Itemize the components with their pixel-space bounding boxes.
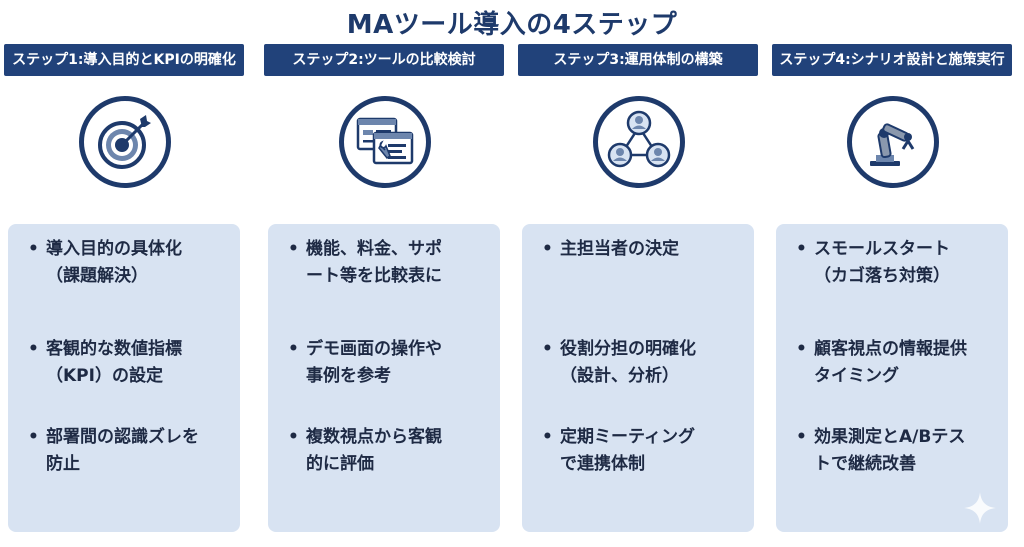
list-item: • 導入目的の具体化 （課題解決） (28, 239, 182, 286)
list-item: • 役割分担の明確化 （設計、分析） (542, 339, 696, 386)
list-item: • 顧客視点の情報提供 タイミング (796, 339, 967, 386)
team-network-icon (593, 96, 685, 188)
step-card-4: • スモールスタート （カゴ落ち対策） • 顧客視点の情報提供 タイミング • … (776, 224, 1008, 532)
step-card-3: • 主担当者の決定 • 役割分担の明確化 （設計、分析） • 定期ミーティング … (522, 224, 754, 532)
target-icon (79, 96, 171, 188)
team-network-icon-graphic (607, 110, 671, 168)
page-title: MAツール導入の4ステップ (346, 10, 678, 40)
list-item: • 複数視点から客観 的に評価 (288, 427, 442, 474)
list-item: • 機能、料金、サポ ート等を比較表に (288, 239, 442, 286)
step-header-3: ステップ3:運用体制の構築 (518, 44, 758, 76)
step-column-2: ステップ2:ツールの比較検討 • 機能、料金、サポ ート等を比較表に • デモ画… (264, 44, 504, 544)
browser-windows-icon (339, 96, 431, 188)
step-header-2: ステップ2:ツールの比較検討 (264, 44, 504, 76)
step-header-1: ステップ1:導入目的とKPIの明確化 (4, 44, 244, 76)
step-card-2: • 機能、料金、サポ ート等を比較表に • デモ画面の操作や 事例を参考 • 複… (268, 224, 500, 532)
step-column-3: ステップ3:運用体制の構築 • 主担当者の決定 • 役割分担の明確化 （設計、分… (518, 44, 758, 544)
list-item: • デモ画面の操作や 事例を参考 (288, 339, 442, 386)
list-item: • 主担当者の決定 (542, 239, 679, 259)
step-header-4: ステップ4:シナリオ設計と施策実行 (772, 44, 1012, 76)
target-icon-graphic (98, 115, 151, 169)
list-item: • 客観的な数値指標 （KPI）の設定 (28, 339, 182, 386)
list-item: • 部署間の認識ズレを 防止 (28, 427, 199, 474)
list-item: • 定期ミーティング で連携体制 (542, 427, 695, 474)
step-column-1: ステップ1:導入目的とKPIの明確化 • 導入目的の具体化 （課題解決） • 客… (4, 44, 244, 544)
sparkle-icon (964, 492, 996, 524)
robot-arm-icon-graphic (870, 123, 915, 166)
step-card-1: • 導入目的の具体化 （課題解決） • 客観的な数値指標 （KPI）の設定 • … (8, 224, 240, 532)
robot-arm-icon (847, 96, 939, 188)
browser-windows-icon-graphic (356, 117, 414, 165)
list-item: • スモールスタート （カゴ落ち対策） (796, 239, 950, 286)
list-item: • 効果測定とA/Bテス トで継続改善 (796, 427, 966, 474)
step-column-4: ステップ4:シナリオ設計と施策実行 • スモールスタート （カゴ落ち対策） • … (772, 44, 1012, 544)
